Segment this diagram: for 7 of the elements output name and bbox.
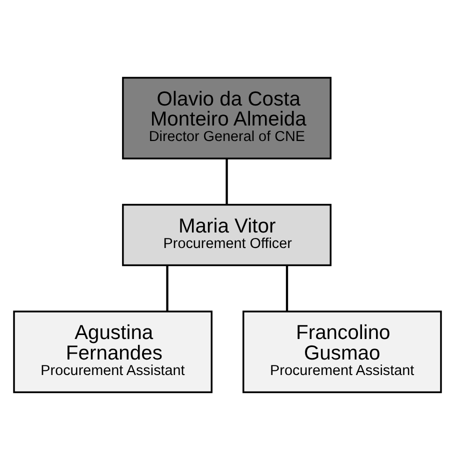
node-box: Maria Vitor Procurement Officer [122, 204, 332, 266]
node-box: Agustina Fernandes Procurement Assistant [13, 310, 212, 394]
node-box: Francolino Gusmao Procurement Assistant [242, 310, 442, 394]
connector [286, 266, 288, 312]
connector [166, 266, 168, 312]
node-box: Olavio da Costa Monteiro Almeida Director General of CNE [122, 76, 332, 160]
connector [226, 159, 228, 205]
